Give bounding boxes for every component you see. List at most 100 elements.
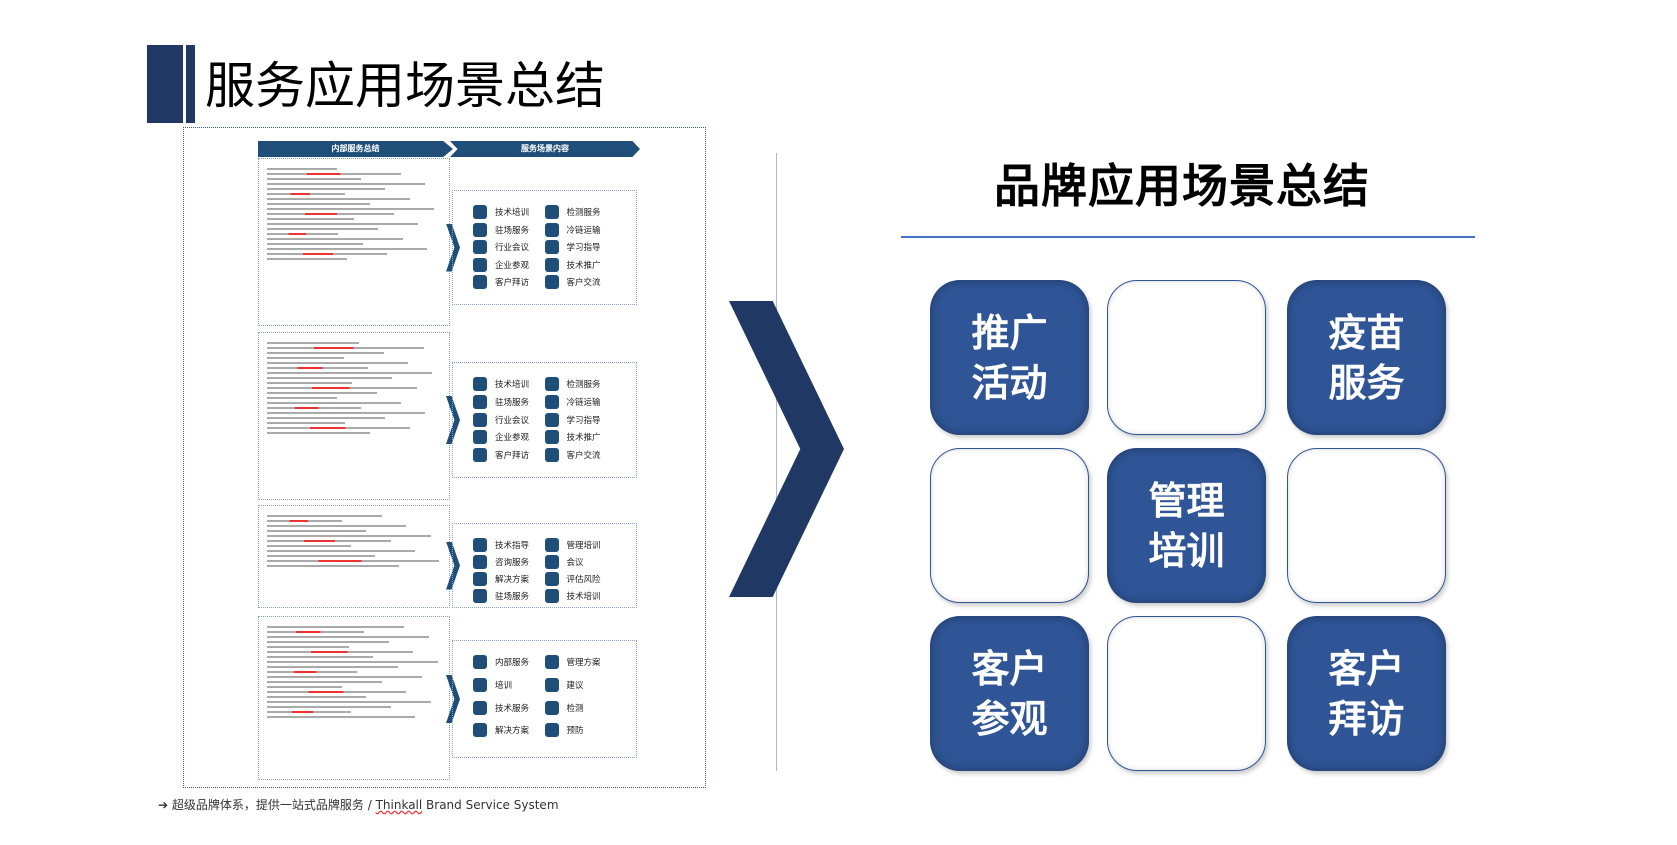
scene-item-label: 技术培训: [566, 592, 601, 602]
scene-item: 检测: [544, 700, 617, 715]
scene-item-label: 客户交流: [566, 278, 601, 289]
scene-item-label: 冷链运输: [566, 225, 601, 236]
text-line: [267, 238, 403, 240]
scene-item-label: 建议: [566, 680, 584, 691]
scene-item-label: 企业参观: [495, 433, 530, 444]
square-bullet-icon: [544, 723, 559, 738]
doc-text-panel: [258, 616, 450, 780]
text-line: [267, 387, 417, 389]
square-bullet-icon: [544, 555, 559, 569]
scene-item-label: 会议: [566, 558, 584, 568]
empty-tile: [1287, 448, 1446, 603]
text-line: [267, 188, 386, 190]
square-bullet-icon: [473, 448, 487, 463]
title-accent-bar-thin: [186, 45, 195, 123]
square-bullet-icon: [544, 589, 559, 603]
text-line: [267, 377, 393, 379]
scene-tile: 客户参观: [930, 616, 1089, 771]
scene-item-label: 驻场服务: [495, 592, 530, 602]
square-bullet-icon: [544, 222, 559, 237]
brand-title: 品牌应用场景总结: [994, 159, 1370, 213]
scene-item: 客户拜访: [473, 275, 545, 290]
scene-item: 技术培训: [544, 589, 617, 603]
text-line: [267, 347, 424, 349]
scene-item: 技术培训: [473, 205, 545, 219]
text-line: [267, 198, 410, 200]
text-line: [267, 530, 367, 532]
tile-label: 活动: [971, 360, 1048, 405]
scene-item: 驻场服务: [473, 222, 545, 237]
scene-item: 解决方案: [473, 723, 545, 738]
scene-item-label: 管理方案: [566, 658, 601, 668]
text-line: [267, 661, 438, 663]
footer-rest: Brand Service System: [422, 798, 559, 812]
text-line: [267, 711, 351, 713]
divider: [776, 153, 777, 771]
scene-item-label: 内部服务: [495, 658, 530, 668]
tile-label: 拜访: [1328, 696, 1405, 741]
scene-item: 建议: [544, 677, 617, 692]
text-line: [267, 342, 360, 344]
square-bullet-icon: [544, 205, 559, 219]
title-accent-bar: [147, 45, 183, 123]
scene-item-label: 预防: [566, 726, 584, 737]
text-line: [267, 412, 426, 414]
text-line: [267, 636, 429, 638]
text-line: [267, 565, 400, 567]
text-line: [267, 168, 337, 170]
square-bullet-icon: [544, 655, 559, 669]
scene-item: 技术培训: [473, 377, 545, 391]
scene-item: 冷链运输: [544, 222, 617, 237]
doc-text-panel: [258, 158, 450, 326]
scene-item: 解决方案: [473, 572, 545, 586]
scene-item: 技术推广: [544, 430, 617, 445]
scene-item-label: 技术培训: [495, 208, 530, 218]
square-bullet-icon: [544, 257, 559, 272]
text-line: [267, 417, 386, 419]
footer-brand: Thinkall: [375, 798, 423, 812]
text-line: [267, 372, 433, 374]
square-bullet-icon: [544, 538, 559, 552]
text-line: [267, 666, 398, 668]
tile-label: 培训: [1148, 528, 1225, 573]
text-line: [267, 550, 415, 552]
tile-label: 客户: [971, 646, 1048, 691]
square-bullet-icon: [473, 257, 487, 272]
text-line: [267, 183, 426, 185]
text-line: [267, 631, 365, 633]
scene-item: 咨询服务: [473, 555, 545, 569]
square-bullet-icon: [473, 700, 487, 715]
scene-item-label: 检测服务: [566, 208, 601, 218]
text-line: [267, 626, 405, 628]
text-line: [267, 651, 414, 653]
scene-item: 学习指导: [544, 412, 617, 427]
scene-item-label: 行业会议: [495, 243, 530, 254]
scene-item: 学习指导: [544, 240, 617, 255]
text-line: [267, 218, 354, 220]
square-bullet-icon: [473, 677, 487, 692]
scene-list-panel: 内部服务管理方案培训建议技术服务检测解决方案预防: [452, 640, 637, 758]
square-bullet-icon: [544, 240, 559, 255]
scene-list-panel: 技术培训检测服务驻场服务冷链运输行业会议学习指导企业参观技术推广客户拜访客户交流: [452, 362, 637, 478]
square-bullet-icon: [473, 430, 487, 445]
square-bullet-icon: [544, 394, 559, 409]
scene-item: 企业参观: [473, 257, 545, 272]
square-bullet-icon: [473, 394, 487, 409]
square-bullet-icon: [544, 448, 559, 463]
square-bullet-icon: [473, 555, 487, 569]
scene-item: 行业会议: [473, 412, 545, 427]
text-line: [267, 193, 346, 195]
scene-item-label: 评估风险: [566, 575, 601, 585]
scene-item-label: 技术推广: [566, 260, 601, 271]
text-line: [267, 402, 401, 404]
scene-item: 企业参观: [473, 430, 545, 445]
scene-item-label: 客户拜访: [495, 451, 530, 462]
square-bullet-icon: [473, 240, 487, 255]
scene-list-panel: 技术指导管理培训咨询服务会议解决方案评估风险驻场服务技术培训: [452, 523, 637, 608]
square-bullet-icon: [544, 377, 559, 391]
text-line: [267, 253, 388, 255]
scene-item-label: 技术培训: [495, 380, 530, 390]
square-bullet-icon: [473, 412, 487, 427]
scene-item-label: 技术指导: [495, 541, 530, 551]
scene-item-label: 检测: [566, 703, 584, 714]
